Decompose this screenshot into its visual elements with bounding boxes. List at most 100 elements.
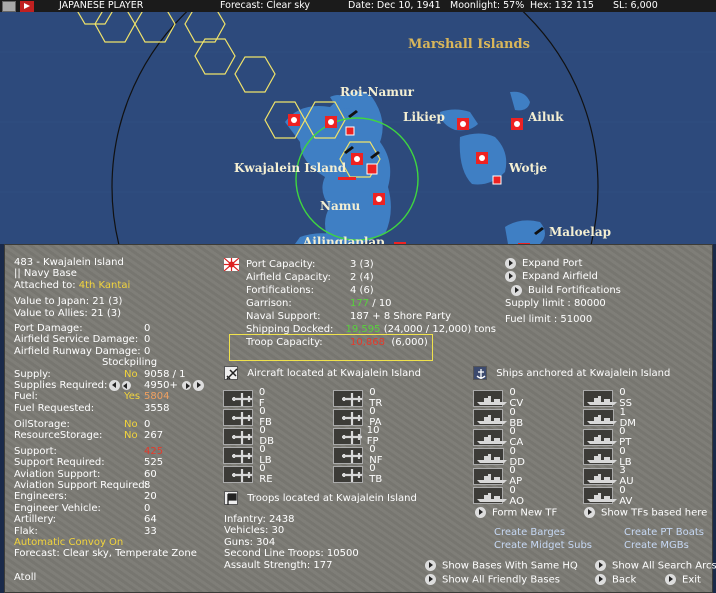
- ship-slot[interactable]: 0 AP: [473, 465, 528, 488]
- capacity-label: Troop Capacity:: [246, 337, 323, 348]
- aircraft-slot[interactable]: 0 F: [223, 387, 271, 410]
- troop-row: Vehicles: 30: [224, 525, 285, 537]
- ship-slot[interactable]: 0 CA: [473, 426, 529, 449]
- ship-slot[interactable]: 0 DD: [473, 446, 530, 469]
- troop-row: Assault Strength: 177: [224, 559, 333, 571]
- ship-silhouette-icon[interactable]: [473, 448, 507, 466]
- base-marker-kwaj2: [366, 163, 378, 175]
- show-same-hq-button[interactable]: Show Bases With Same HQ: [425, 560, 578, 572]
- build-fortifications-button[interactable]: Build Fortifications: [505, 284, 705, 296]
- map-canvas[interactable]: Marshall Islands Roi-Namur Likiep Ailuk …: [0, 12, 716, 244]
- support-row: Artillery:64: [14, 514, 224, 525]
- ship-silhouette-icon[interactable]: [473, 487, 507, 505]
- support-label: Aviation Support:: [14, 468, 101, 480]
- create-pt-boats-button[interactable]: Create PT Boats: [624, 527, 704, 538]
- exit-label: Exit: [682, 574, 701, 586]
- ship-slot[interactable]: 1 DM: [583, 407, 641, 430]
- aircraft-slot[interactable]: 0 TB: [333, 463, 388, 486]
- ship-slot[interactable]: 0 BB: [473, 407, 529, 430]
- maloelap-atoll: [505, 220, 545, 244]
- supply-decrease-fast-icon[interactable]: [109, 380, 120, 392]
- menu-button[interactable]: [2, 0, 16, 12]
- ship-slot[interactable]: 0 AO: [473, 485, 530, 508]
- aircraft-silhouette-icon[interactable]: [333, 446, 364, 464]
- ship-slot[interactable]: 0 CV: [473, 387, 529, 410]
- ship-silhouette-icon[interactable]: [583, 487, 617, 505]
- damage-value: 0: [144, 345, 151, 357]
- supply-adjust-controls: [109, 380, 144, 392]
- aircraft-silhouette-icon[interactable]: [223, 408, 254, 426]
- create-midget-subs-button[interactable]: Create Midget Subs: [494, 540, 593, 551]
- end-turn-play-icon[interactable]: [20, 0, 34, 12]
- aircraft-silhouette-icon[interactable]: [223, 389, 253, 407]
- damage-row: Port Damage:0: [14, 323, 224, 334]
- ship-silhouette-icon[interactable]: [583, 409, 617, 427]
- base-title: 483 - Kwajalein Island: [14, 257, 124, 268]
- create-barges-button[interactable]: Create Barges: [494, 527, 566, 538]
- automatic-convoy-toggle[interactable]: Automatic Convoy On: [14, 536, 124, 548]
- ship-count: 3 AU: [619, 465, 634, 488]
- troops-header: Troops located at Kwajalein Island: [224, 491, 417, 505]
- aircraft-silhouette-icon[interactable]: [333, 465, 364, 483]
- aircraft-slot[interactable]: 0 TR: [333, 387, 388, 410]
- ship-silhouette-icon[interactable]: [583, 389, 617, 407]
- form-new-tf-button[interactable]: Form New TF: [475, 507, 557, 519]
- base-marker-namu: [373, 193, 385, 205]
- strategic-map[interactable]: Marshall Islands Roi-Namur Likiep Ailuk …: [0, 12, 716, 244]
- aircraft-silhouette-icon[interactable]: [223, 427, 254, 445]
- ship-slot[interactable]: 0 SS: [583, 387, 638, 410]
- ship-silhouette-icon[interactable]: [583, 448, 617, 466]
- show-same-hq-label: Show Bases With Same HQ: [442, 560, 578, 572]
- aircraft-slot[interactable]: 0 LB: [223, 444, 277, 467]
- base-markers: [288, 114, 530, 244]
- exit-button[interactable]: Exit: [665, 574, 701, 586]
- supply-increase-icon[interactable]: [182, 381, 191, 391]
- back-button[interactable]: Back: [595, 574, 636, 586]
- map-label-kwajalein: Kwajalein Island: [234, 161, 347, 175]
- top-status-bar: JAPANESE PLAYER Forecast: Clear sky Date…: [0, 0, 716, 12]
- troop-row: Infantry: 2438: [224, 514, 295, 525]
- ship-silhouette-icon[interactable]: [473, 389, 507, 407]
- oil-flag[interactable]: No: [124, 419, 138, 431]
- base-marker-namur: [345, 126, 355, 136]
- aircraft-silhouette-icon[interactable]: [223, 446, 254, 464]
- show-search-arcs-button[interactable]: Show All Search Arcs: [595, 560, 716, 572]
- fuel-limit: Fuel limit : 51000: [505, 313, 593, 325]
- resource-flag[interactable]: No: [124, 430, 138, 442]
- ship-silhouette-icon[interactable]: [473, 428, 507, 446]
- aircraft-silhouette-icon[interactable]: [223, 465, 254, 483]
- aircraft-slot[interactable]: 0 FB: [223, 406, 278, 429]
- supply-flag[interactable]: No: [124, 368, 138, 380]
- ship-slot[interactable]: 0 PT: [583, 426, 637, 449]
- namur-atoll: [330, 94, 352, 110]
- aircraft-silhouette-icon[interactable]: [333, 408, 364, 426]
- capacity-row: Fortifications:4 (6): [246, 284, 496, 297]
- show-friendly-bases-button[interactable]: Show All Friendly Bases: [425, 574, 560, 586]
- aircraft-slot[interactable]: 10 FP: [333, 425, 388, 448]
- ship-silhouette-icon[interactable]: [583, 467, 617, 485]
- aircraft-slot[interactable]: 0 DB: [223, 425, 280, 448]
- show-tfs-button[interactable]: Show TFs based here: [584, 507, 707, 519]
- ship-slot[interactable]: 0 AV: [583, 485, 638, 508]
- fuel-value: 5804: [144, 391, 170, 403]
- ship-slot[interactable]: 3 AU: [583, 465, 639, 488]
- build-fort-icon: [511, 284, 522, 296]
- fuel-flag[interactable]: Yes: [124, 391, 141, 403]
- expand-airfield-button[interactable]: Expand Airfield: [505, 271, 705, 283]
- support-label: Flak:: [14, 525, 38, 537]
- aircraft-silhouette-icon[interactable]: [333, 389, 364, 407]
- attached-value[interactable]: 4th Kantai: [78, 279, 131, 291]
- aircraft-silhouette-icon[interactable]: [333, 427, 362, 445]
- ship-silhouette-icon[interactable]: [583, 428, 617, 446]
- ship-count: 0 LB: [619, 445, 632, 468]
- expand-port-button[interactable]: Expand Port: [505, 258, 705, 269]
- aircraft-slot[interactable]: 0 RE: [223, 463, 278, 486]
- supply-increase-fast-icon[interactable]: [193, 380, 204, 392]
- ship-silhouette-icon[interactable]: [473, 467, 507, 485]
- supply-decrease-icon[interactable]: [122, 381, 131, 391]
- aircraft-slot[interactable]: 0 PA: [333, 406, 387, 429]
- create-mgbs-button[interactable]: Create MGBs: [624, 540, 689, 551]
- ship-silhouette-icon[interactable]: [473, 409, 507, 427]
- aircraft-slot[interactable]: 0 NF: [333, 444, 388, 467]
- ship-slot[interactable]: 0 LB: [583, 446, 637, 469]
